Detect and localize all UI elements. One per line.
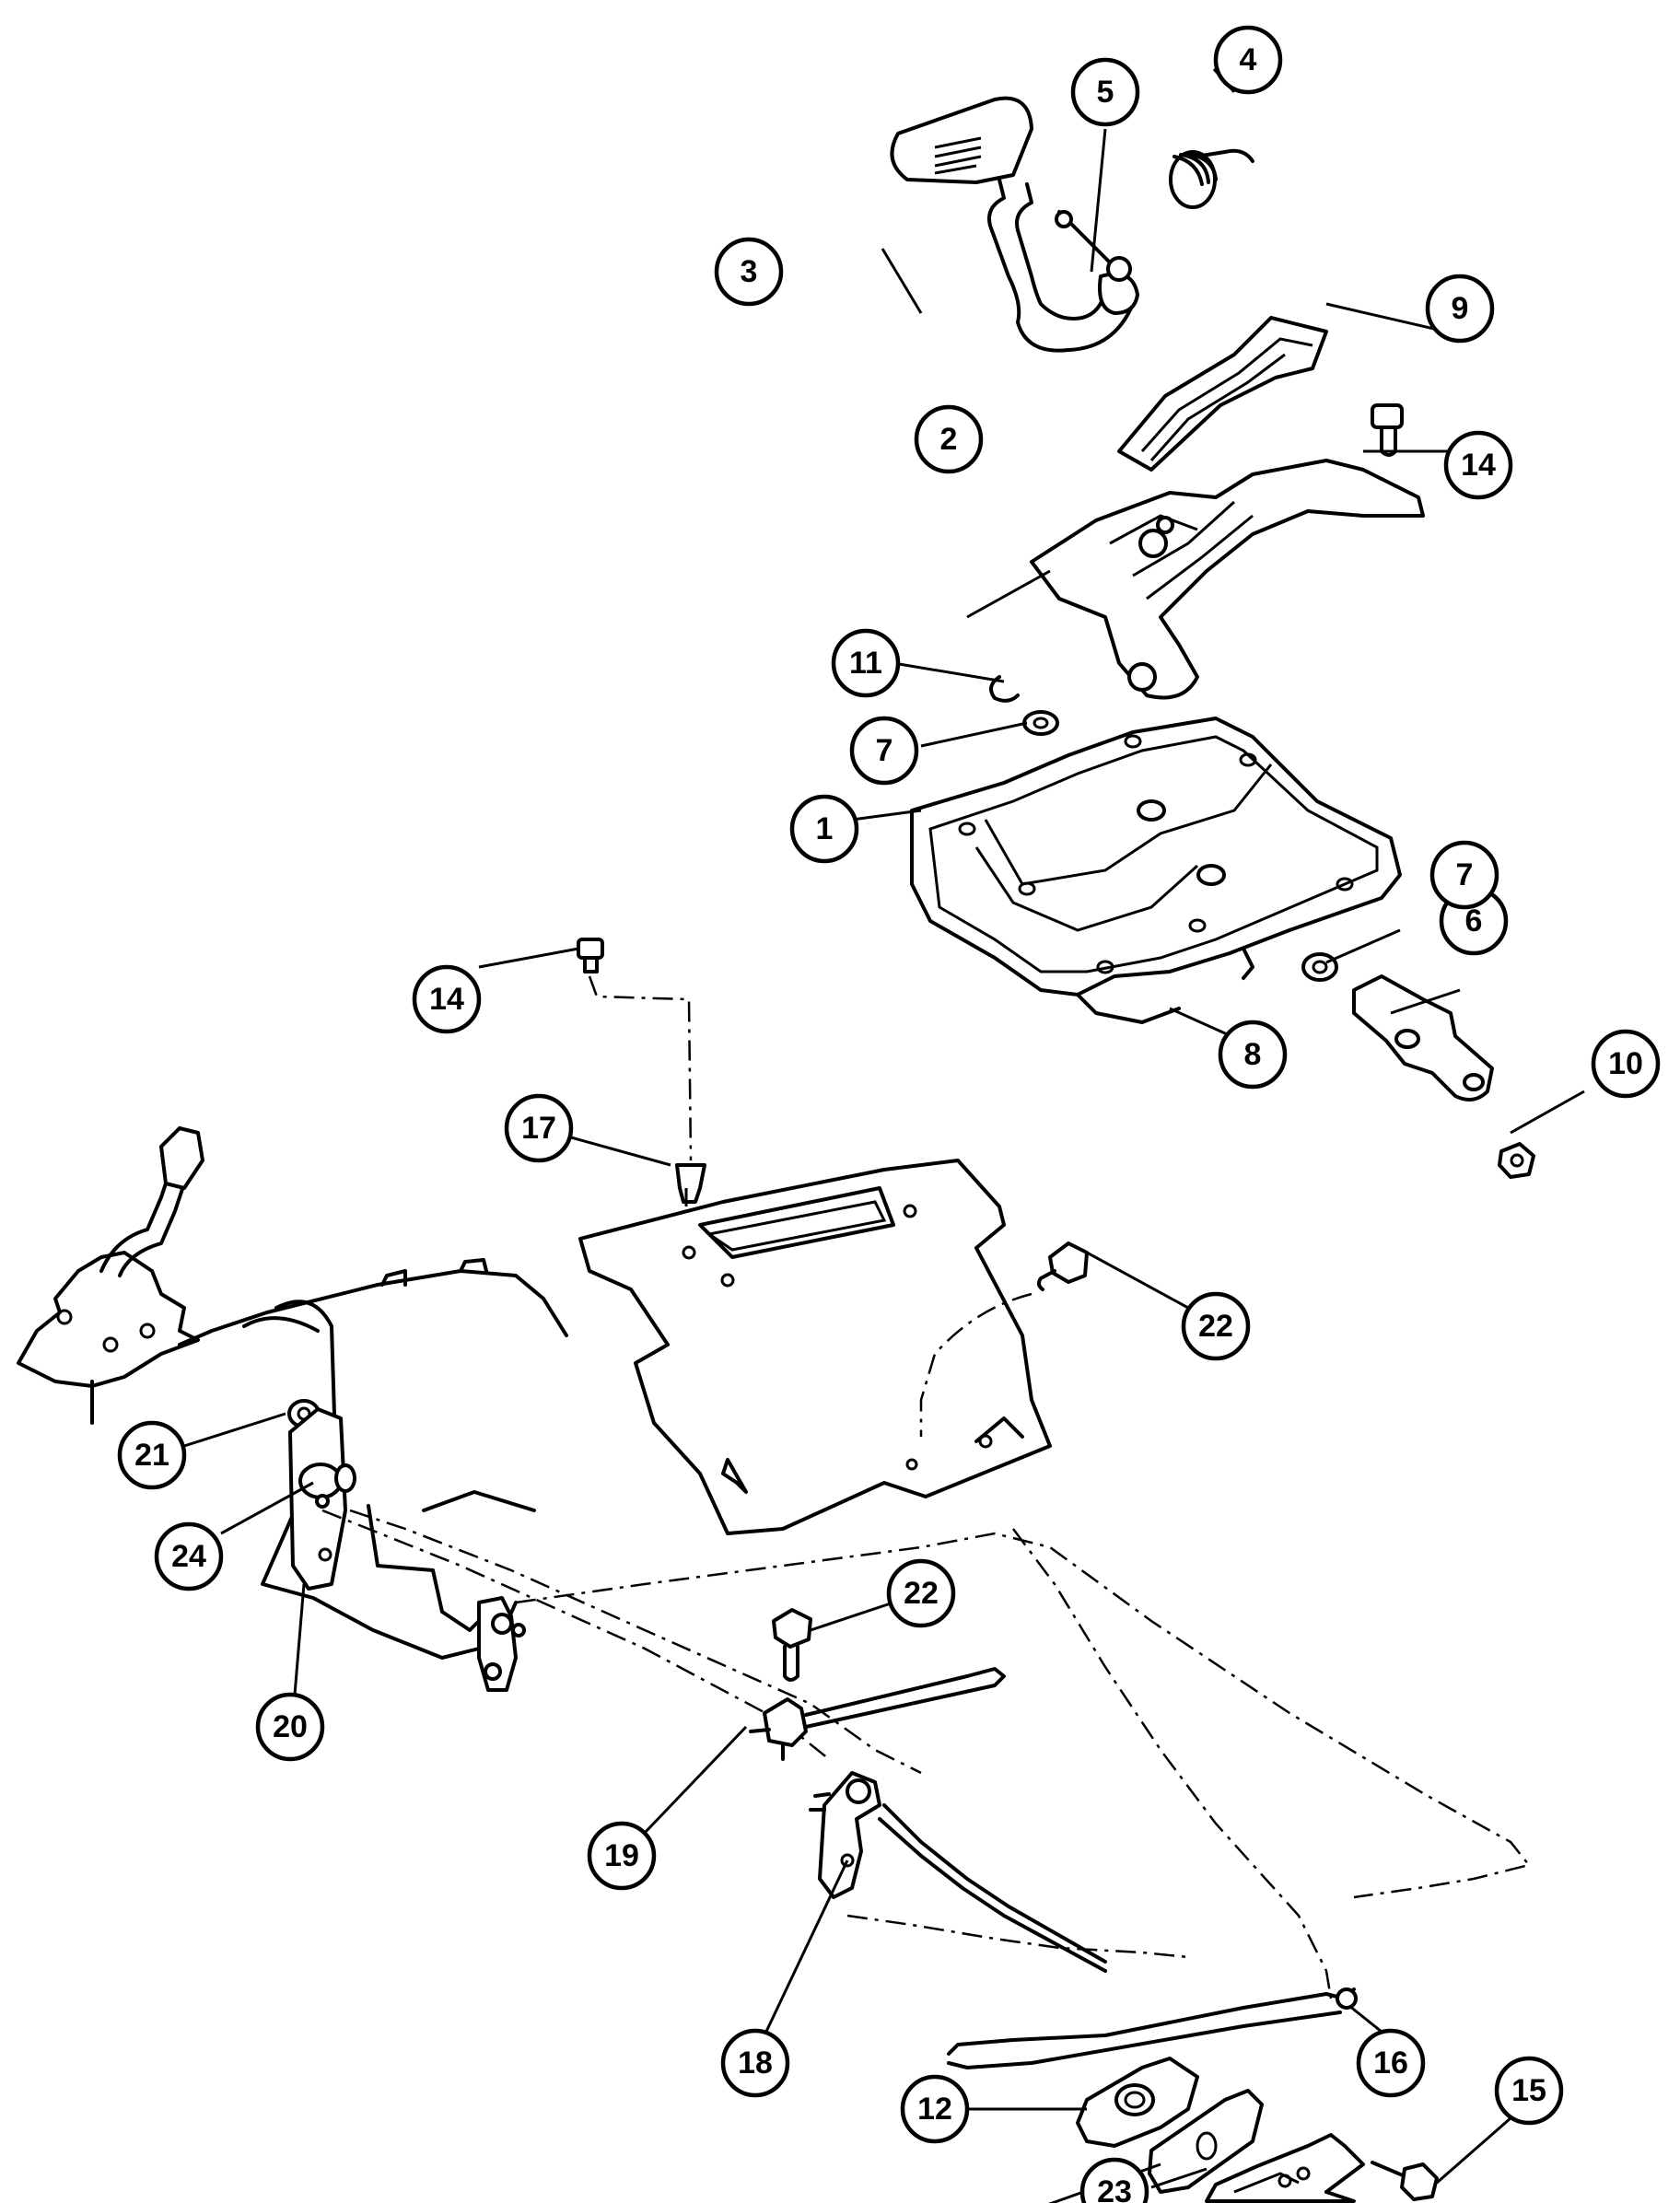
callout-number: 14 — [429, 982, 464, 1017]
selector-lever — [1352, 974, 1494, 1102]
callout-18: 18 — [720, 2028, 790, 2098]
callout-number: 7 — [876, 733, 893, 768]
callout-number: 17 — [521, 1111, 556, 1146]
callout-number: 10 — [1608, 1046, 1643, 1081]
callout-10: 10 — [1591, 1029, 1661, 1099]
callout-24: 24 — [154, 1521, 224, 1591]
callout-1: 1 — [789, 794, 859, 864]
lower-bracket — [1205, 2133, 1365, 2203]
callout-22-upper: 22 — [1181, 1291, 1251, 1361]
callout-number: 11 — [849, 646, 882, 681]
callout-12: 12 — [900, 2074, 970, 2144]
callout-number: 23 — [1097, 2174, 1132, 2203]
clevis-left — [440, 1596, 526, 1692]
callout-19: 19 — [587, 1821, 657, 1891]
callout-number: 12 — [917, 2092, 952, 2127]
callout-number: 21 — [134, 1438, 169, 1473]
callout-22-lower: 22 — [886, 1558, 956, 1628]
washer-upper — [1022, 710, 1059, 736]
callout-number: 9 — [1452, 291, 1469, 326]
bushing-plate — [1076, 2057, 1199, 2148]
callout-number: 3 — [741, 254, 758, 289]
floor-outline — [321, 1509, 1532, 1999]
transmission-housing — [17, 1126, 568, 1660]
screw-22-upper — [919, 1241, 1089, 1437]
callout-number: 8 — [1244, 1037, 1262, 1072]
callout-number: 24 — [171, 1539, 206, 1574]
callout-14-upper: 14 — [1443, 430, 1513, 500]
gasket — [1076, 947, 1254, 1024]
callout-number: 22 — [1198, 1309, 1233, 1344]
callout-14-mid: 14 — [412, 964, 482, 1034]
callout-number: 14 — [1461, 448, 1496, 483]
shift-rod — [749, 1667, 1006, 1761]
pin — [1055, 210, 1132, 282]
callout-9: 9 — [1425, 274, 1495, 344]
callout-number: 2 — [940, 422, 958, 457]
callout-4: 4 — [1213, 25, 1283, 95]
callout-number: 22 — [904, 1576, 939, 1611]
callout-number: 16 — [1373, 2046, 1408, 2081]
callout-number: 19 — [604, 1838, 639, 1873]
callout-number: 1 — [816, 811, 834, 846]
shift-arm-bracket — [809, 1771, 1358, 2069]
seal-plate — [1148, 2089, 1264, 2194]
callout-number: 5 — [1097, 75, 1114, 110]
shift-gate-bracket — [1030, 459, 1425, 700]
washer-lower — [1301, 952, 1338, 982]
callout-23: 23 — [1079, 2157, 1149, 2203]
nut — [1498, 1142, 1535, 1179]
callout-number: 4 — [1240, 42, 1257, 77]
spring — [1169, 148, 1254, 209]
bolt-15 — [1371, 2161, 1439, 2201]
gate-plate — [1117, 316, 1328, 472]
callout-number: 6 — [1465, 903, 1483, 938]
callout-8: 8 — [1218, 1020, 1288, 1090]
retaining-clip — [989, 675, 1020, 703]
callout-16: 16 — [1356, 2028, 1426, 2098]
callout-2: 2 — [914, 404, 984, 474]
callout-11: 11 — [831, 628, 901, 698]
callout-15: 15 — [1494, 2056, 1564, 2126]
callout-number: 7 — [1456, 857, 1474, 892]
shift-lever-handle — [890, 96, 1139, 353]
callout-number: 15 — [1511, 2073, 1546, 2108]
callout-number: 20 — [273, 1709, 308, 1744]
grommet — [675, 1163, 706, 1206]
screw — [1371, 403, 1404, 457]
leader-lines — [183, 68, 1585, 2203]
callout-7-upper: 7 — [849, 716, 919, 786]
callout-17: 17 — [504, 1093, 574, 1163]
floor-cover-panel — [578, 1159, 1052, 1535]
callout-21: 21 — [117, 1420, 187, 1490]
screw-22-lower — [772, 1608, 812, 1682]
callout-20: 20 — [255, 1692, 325, 1762]
callout-number: 18 — [738, 2046, 773, 2081]
callout-5: 5 — [1070, 57, 1140, 127]
screw-mid — [577, 938, 693, 1161]
callout-3: 3 — [714, 237, 784, 307]
callout-7-lower: 7 — [1429, 840, 1499, 910]
shift-housing — [910, 717, 1402, 997]
mounting-bracket — [288, 1407, 356, 1591]
